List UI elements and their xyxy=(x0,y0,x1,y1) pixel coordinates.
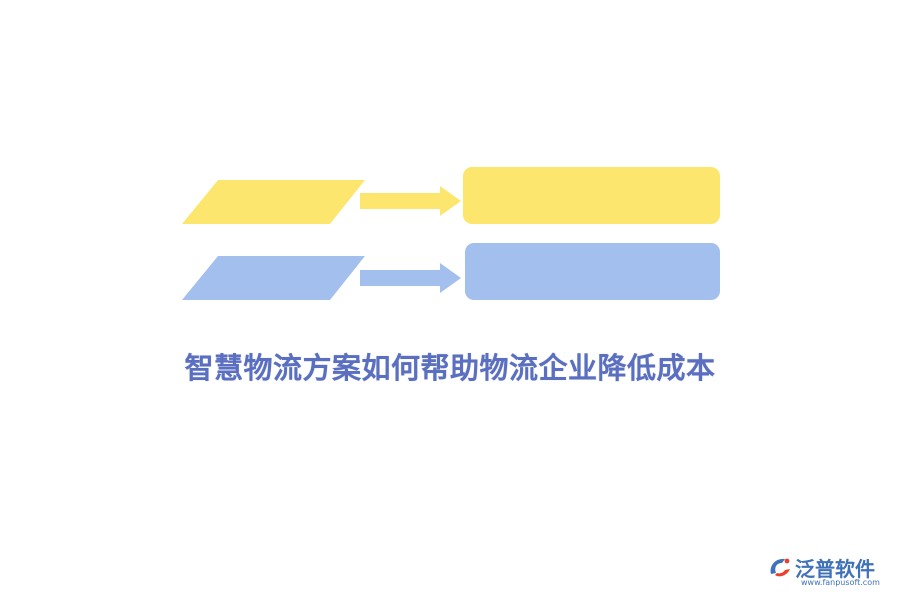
logo-url: www.fanpusoft.com xyxy=(801,578,880,587)
yellow-parallelogram xyxy=(182,180,365,224)
brand-logo: 泛普软件 www.fanpusoft.com xyxy=(765,552,893,592)
fanpu-logo-icon xyxy=(770,558,790,577)
page-title: 智慧物流方案如何帮助物流企业降低成本 xyxy=(184,351,716,385)
blue-box xyxy=(465,243,720,300)
yellow-box xyxy=(463,167,720,224)
blue-parallelogram xyxy=(182,256,365,300)
logo-name: 泛普软件 xyxy=(795,557,875,581)
blue-arrow xyxy=(360,263,461,293)
yellow-arrow xyxy=(360,186,461,216)
